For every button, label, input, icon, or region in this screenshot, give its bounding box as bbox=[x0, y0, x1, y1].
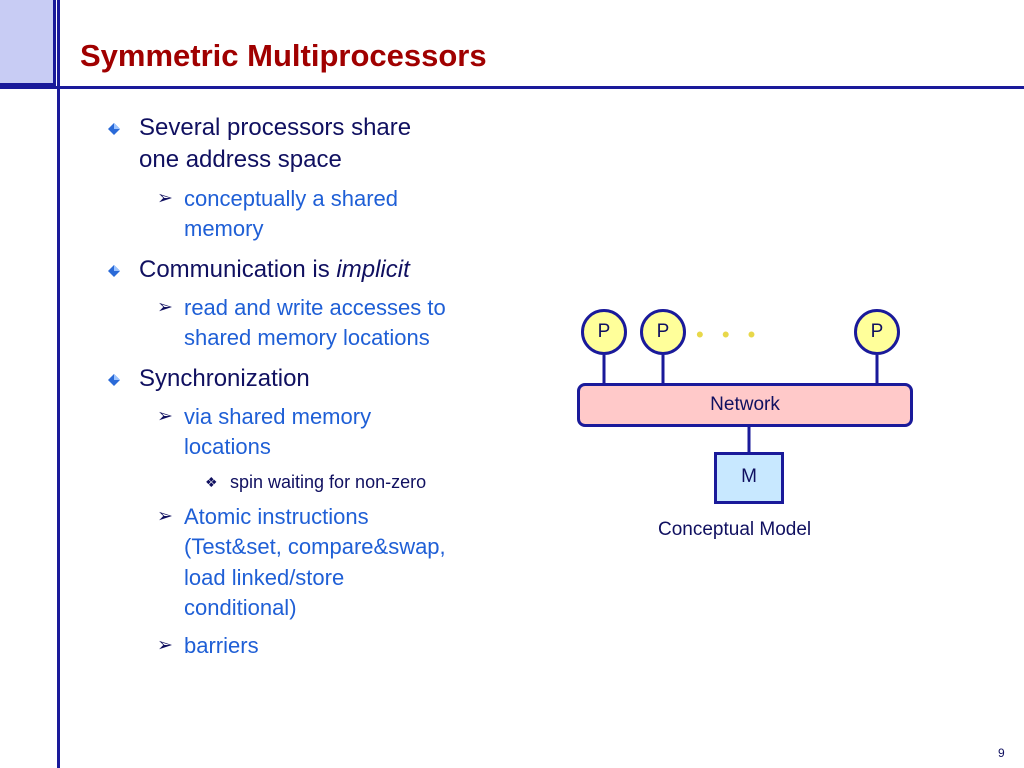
vertical-rule bbox=[57, 0, 60, 768]
sub-bullet-text: load linked/store bbox=[184, 565, 345, 590]
sub-bullet-text: Atomic instructions bbox=[184, 504, 369, 529]
bullet-text: one address space bbox=[139, 146, 342, 173]
sub-bullet-text: via shared memory bbox=[184, 404, 372, 429]
arrow-bullet-icon: ➢ bbox=[157, 188, 173, 209]
sub-bullet-text: conceptually a shared bbox=[184, 186, 399, 211]
sub-bullet-text: shared memory locations bbox=[184, 325, 430, 350]
sub-bullet-text: (Test&set, compare&swap, bbox=[184, 534, 446, 559]
memory-box: M bbox=[714, 452, 784, 504]
bullet-diamond-icon bbox=[108, 374, 120, 386]
corner-decoration bbox=[0, 0, 56, 86]
bullet-diamond-icon bbox=[108, 265, 120, 277]
sub-sub-bullet-text: spin waiting for non-zero bbox=[230, 472, 427, 492]
horizontal-rule bbox=[0, 86, 1024, 89]
network-box: Network bbox=[577, 383, 913, 427]
arrow-bullet-icon: ➢ bbox=[157, 635, 173, 656]
arrow-bullet-icon: ➢ bbox=[157, 406, 173, 427]
sub-bullet-text: conditional) bbox=[184, 595, 297, 620]
bullet-text: Communication is implicit bbox=[139, 254, 410, 286]
processor-node: P bbox=[640, 309, 686, 355]
bullet-text: Several processors share bbox=[139, 114, 412, 141]
sub-bullet-text: locations bbox=[184, 434, 271, 459]
processor-node: P bbox=[581, 309, 627, 355]
processor-node: P bbox=[854, 309, 900, 355]
bullet-text-prefix: Communication is bbox=[139, 256, 337, 283]
sub-bullet-text: barriers bbox=[184, 633, 259, 658]
diamond-bullet-icon: ❖ bbox=[205, 474, 218, 490]
sub-bullet-text: memory bbox=[184, 216, 264, 241]
arrow-bullet-icon: ➢ bbox=[157, 506, 173, 527]
arrow-bullet-icon: ➢ bbox=[157, 297, 173, 318]
processor-ellipsis: • • • bbox=[696, 322, 762, 347]
slide-title: Symmetric Multiprocessors bbox=[80, 38, 487, 73]
bullet-diamond-icon bbox=[108, 123, 120, 135]
bullet-text-emphasis: implicit bbox=[336, 256, 410, 283]
sub-bullet-text: read and write accesses to bbox=[184, 295, 446, 320]
diagram-caption: Conceptual Model bbox=[658, 519, 812, 540]
bullet-text: Synchronization bbox=[139, 365, 310, 392]
page-number: 9 bbox=[998, 746, 1005, 760]
